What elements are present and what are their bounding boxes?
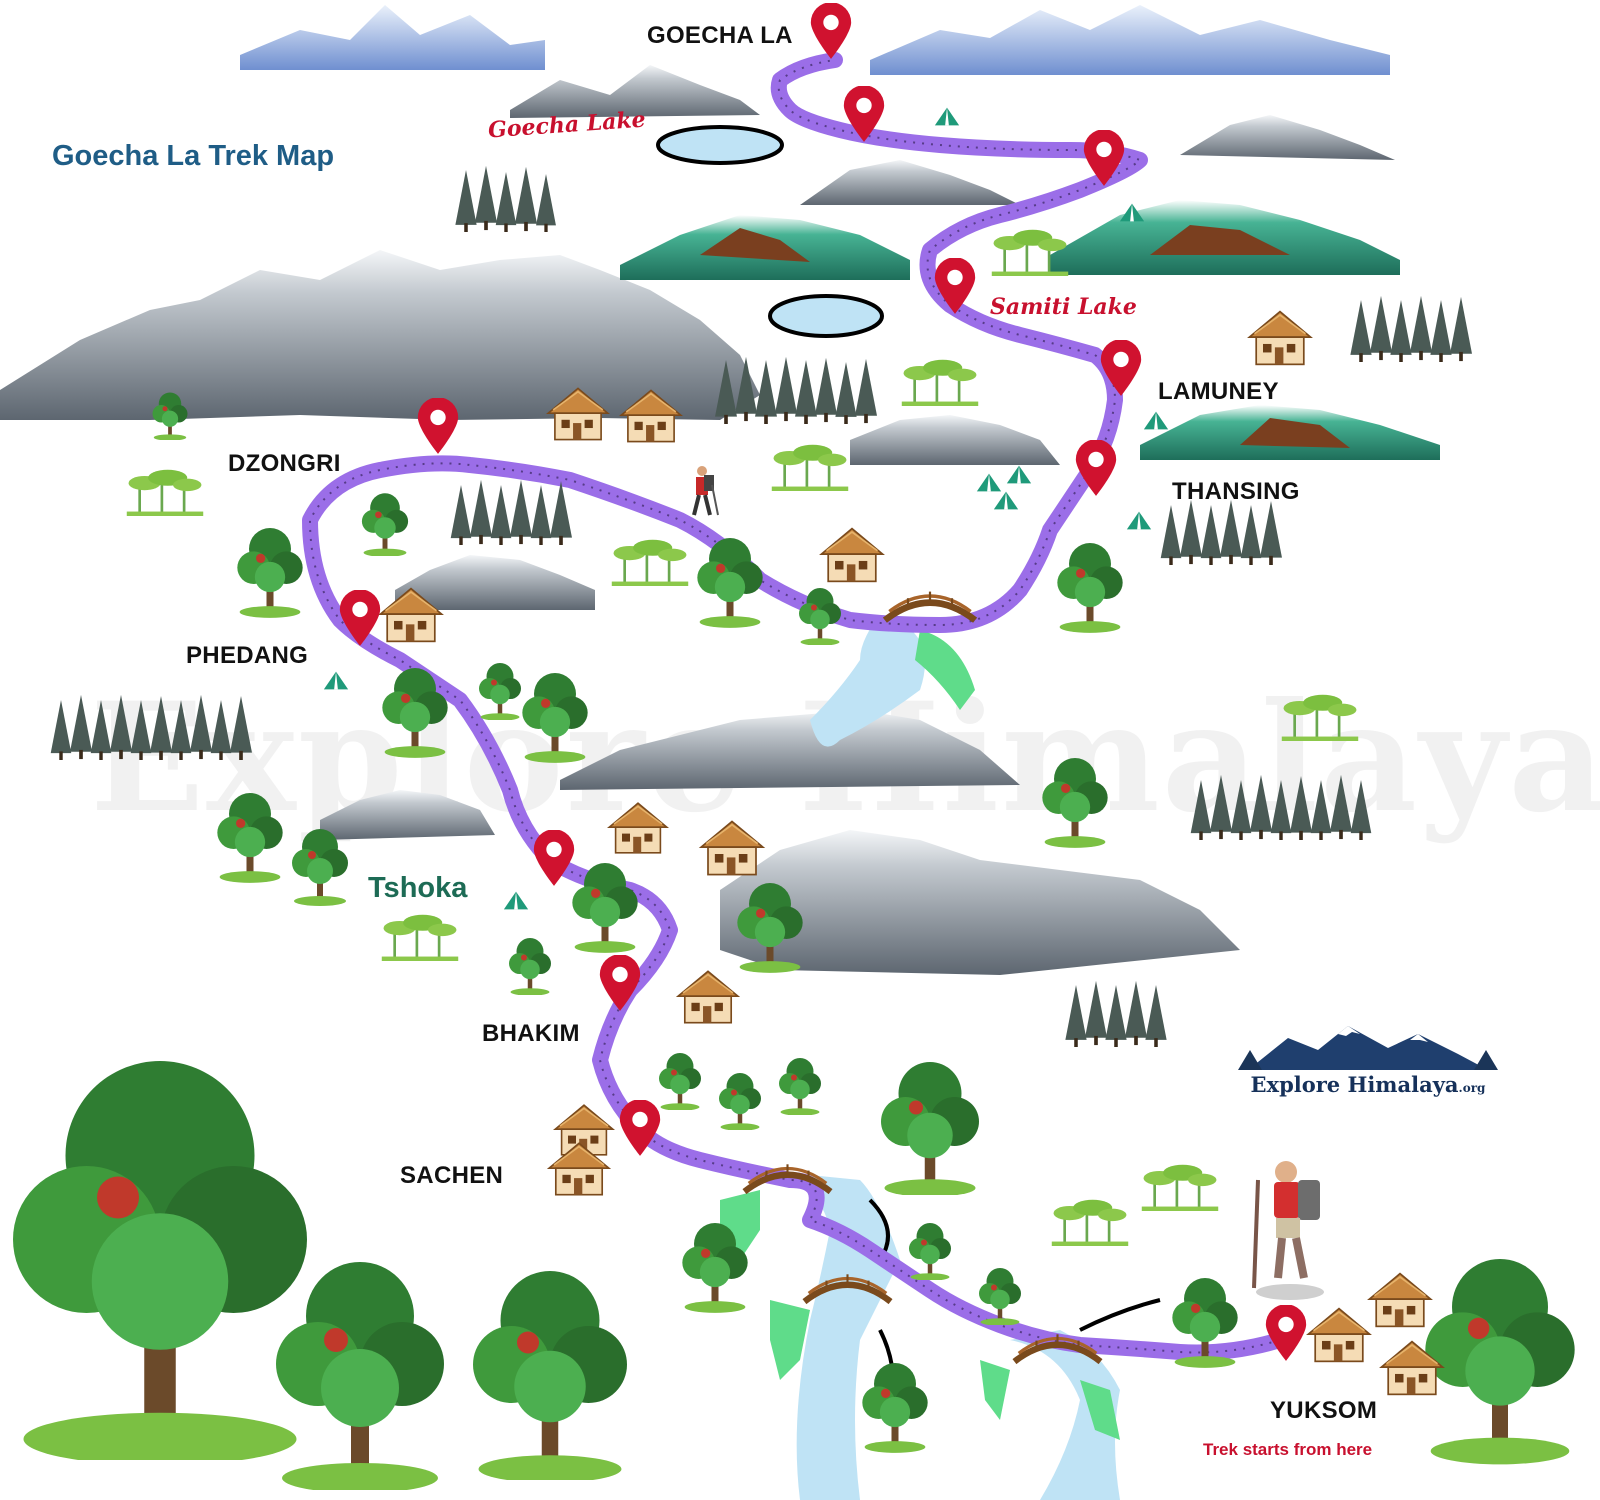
map-pin-icon [810, 3, 852, 59]
tent-icon [1126, 511, 1152, 530]
tent-icon [1143, 411, 1169, 430]
label-samiti-lake: Samiti Lake [990, 294, 1137, 320]
label-sachen: SACHEN [400, 1162, 504, 1189]
logo-suffix: .org [1458, 1081, 1486, 1095]
trek-route [302, 52, 1288, 1361]
map-title: Goecha La Trek Map [52, 140, 335, 172]
hut-icon [1368, 1272, 1432, 1328]
mountain-range [0, 65, 1395, 975]
tent-icon [976, 473, 1002, 492]
tent-icon [993, 491, 1019, 510]
hiker-icon [692, 466, 719, 516]
hut-icon [607, 801, 669, 855]
trek-start-note: Trek starts from here [1203, 1440, 1373, 1459]
hut-icon [677, 970, 739, 1024]
logo-text: Explore Himalaya.org [1238, 1072, 1498, 1097]
hut-icon [1307, 1307, 1371, 1363]
label-phedang: PHEDANG [186, 642, 309, 669]
tent-icon [323, 671, 349, 690]
label-dzongri: DZONGRI [228, 450, 341, 477]
label-thansing: THANSING [1172, 478, 1300, 505]
tent-icon [503, 891, 529, 910]
map-pin-icon [599, 955, 641, 1011]
label-goecha-la: GOECHA LA [647, 22, 793, 49]
hiker-icon [1252, 1161, 1324, 1300]
map-pin-icon [417, 398, 459, 454]
logo: Explore Himalaya.org [1238, 1020, 1498, 1110]
map-pin-icon [1265, 1305, 1307, 1361]
tent-icon [934, 107, 960, 126]
label-lamuney: LAMUNEY [1158, 378, 1279, 405]
label-bhakim: BHAKIM [482, 1020, 580, 1047]
hut-icon [820, 527, 884, 583]
label-yuksom: YUKSOM [1270, 1397, 1378, 1424]
tent-icon [1006, 465, 1032, 484]
label-tshoka: Tshoka [368, 872, 468, 904]
logo-name: Explore Himalaya [1250, 1072, 1459, 1097]
hut-icon [700, 820, 764, 876]
distant-peaks [240, 5, 1390, 75]
lakes [656, 125, 884, 338]
hut-icon [1248, 310, 1312, 366]
logo-mountains-icon [1238, 1026, 1498, 1070]
